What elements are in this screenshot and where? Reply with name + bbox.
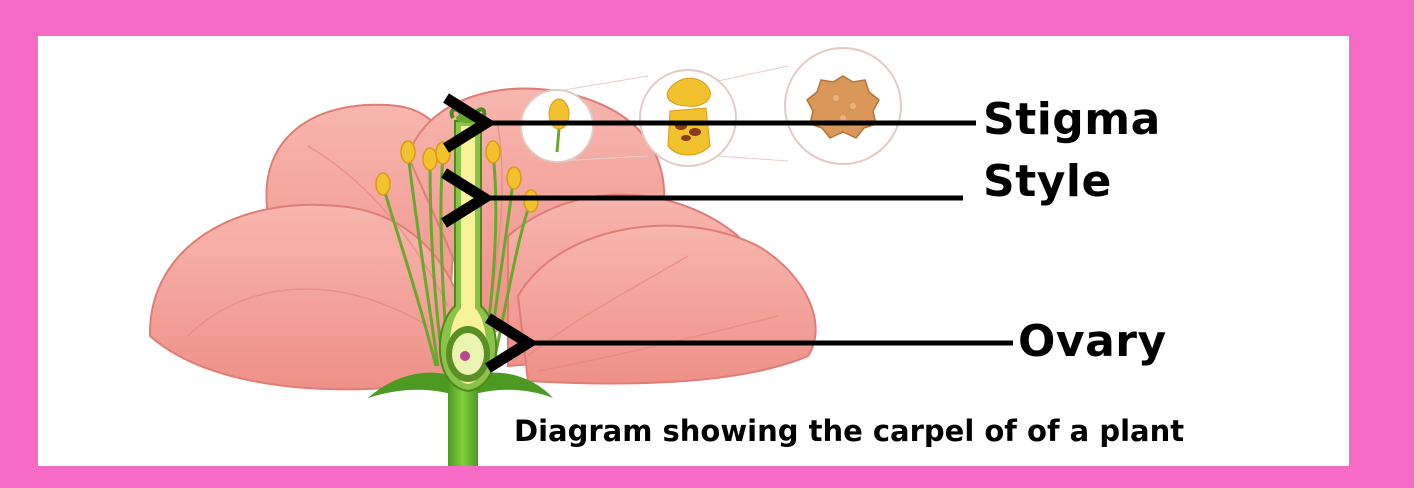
ovary-label: Ovary xyxy=(1018,316,1167,367)
zoom-insets xyxy=(520,47,902,167)
diagram-panel: Stigma Style Ovary Diagram showing the c… xyxy=(38,36,1349,466)
flower-illustration xyxy=(148,47,1013,466)
pointer-arrows xyxy=(484,123,1013,343)
ovule xyxy=(460,351,470,361)
diagram-caption: Diagram showing the carpel of of a plant xyxy=(514,414,1185,448)
petal-left xyxy=(148,203,460,391)
stigma-label: Stigma xyxy=(983,94,1161,145)
stem xyxy=(448,381,478,466)
style-label: Style xyxy=(983,156,1112,207)
